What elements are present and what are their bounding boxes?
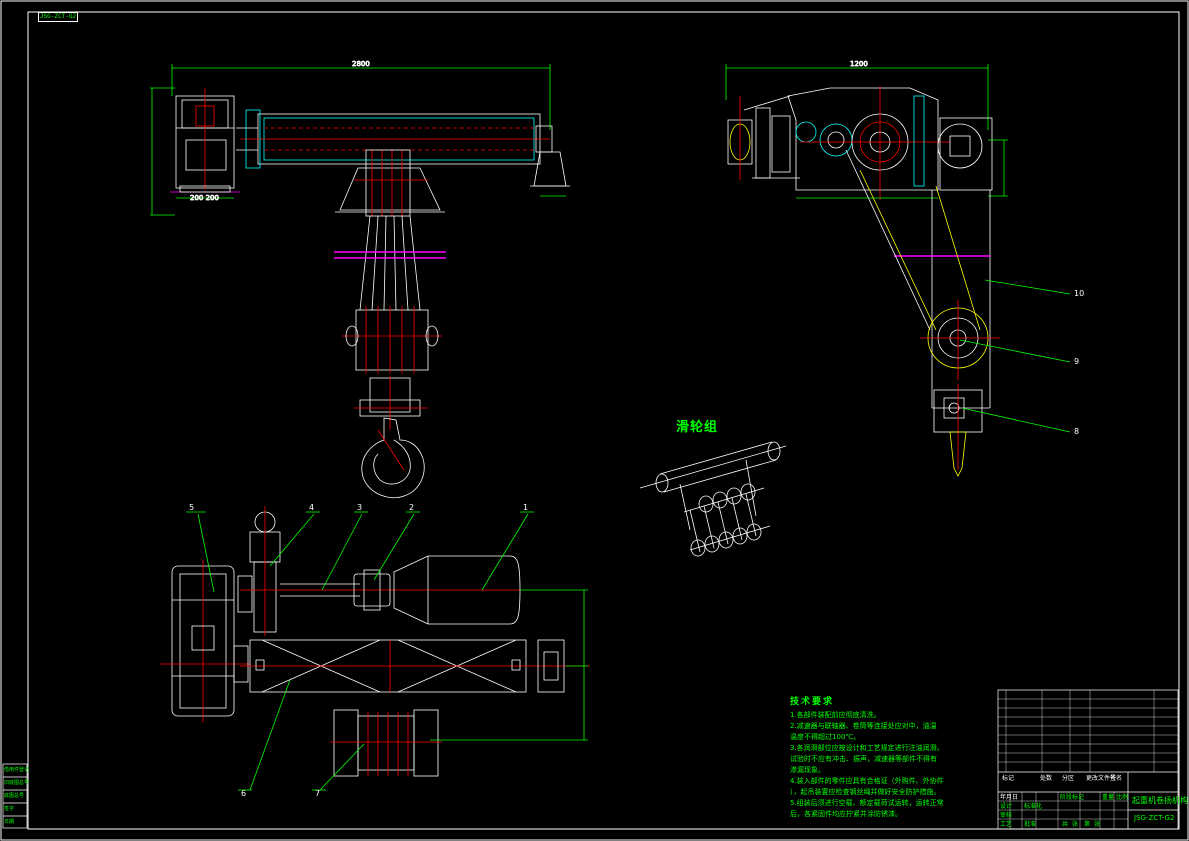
part-label-5: 5 — [189, 503, 194, 512]
strip-borrowed: 借用件登记 — [4, 767, 30, 773]
tb-label-total: 共 — [1062, 821, 1069, 828]
note-line: 试验时不应有冲击、振声，减速器等部件不得有 — [790, 755, 937, 763]
note-line: 5.组装后须进行空载、额定载荷试运转，运转正常 — [790, 799, 944, 807]
strip-base: 底图总号 — [4, 793, 25, 799]
note-line: 2.减速器与联轴器、卷筒等连接处应对中，油温 — [790, 722, 937, 730]
tb-label-date: 年月日 — [1000, 794, 1019, 801]
tb-label-scale: 比例 — [1116, 794, 1129, 801]
note-line: 温度不得超过100℃。 — [790, 733, 861, 741]
svg-text:2800: 2800 — [352, 60, 370, 68]
part-label-9: 9 — [1074, 357, 1079, 366]
tb-label-sign: 签名 — [1110, 775, 1123, 782]
strip-sign: 签字 — [4, 806, 15, 812]
tb-label-design: 设计 — [1000, 803, 1013, 810]
note-line: 1.各部件装配前应彻底清洗。 — [790, 711, 881, 719]
tb-label-sheet: 张 — [1094, 821, 1101, 828]
pulley-block-title: 滑轮组 — [676, 420, 719, 435]
tb-label-sheets: 张 — [1072, 821, 1079, 828]
part-label-7: 7 — [315, 789, 320, 798]
strip-old-base: 旧底图总号 — [4, 780, 30, 786]
part-label-2: 2 — [409, 503, 414, 512]
plan-view — [160, 506, 590, 791]
strip-date: 日期 — [4, 819, 15, 825]
technical-requirements: 技术要求 1.各部件装配前应彻底清洗。 2.减速器与联轴器、卷筒等连接处应对中，… — [790, 697, 1000, 820]
tb-label-stage: 阶段标记 — [1060, 794, 1085, 801]
svg-text:1200: 1200 — [850, 60, 868, 68]
note-line: 4.装入部件的零件应具有合格证（外购件、外协件 — [790, 777, 944, 785]
note-line: 3.各润滑部位应按设计和工艺规定进行注油润滑。 — [790, 744, 944, 752]
tb-label-no: 第 — [1084, 821, 1091, 828]
part-label-3: 3 — [357, 503, 362, 512]
part-label-1: 1 — [523, 503, 528, 512]
svg-text:200 200: 200 200 — [190, 194, 219, 202]
pulley-block-sketch — [639, 441, 787, 557]
note-line: 渗漏现象。 — [790, 766, 825, 774]
drawing-number: JSG-ZCT-G2 — [1134, 814, 1175, 822]
note-line: 后，各紧固件均应拧紧并涂防锈漆。 — [790, 810, 902, 818]
tb-label-approve: 批准 — [1024, 821, 1037, 828]
front-elevation-view: 2800 200 200 — [150, 60, 570, 498]
side-elevation-view: 1200 — [725, 60, 1071, 477]
part-label-10: 10 — [1074, 289, 1084, 298]
part-label-4: 4 — [309, 503, 314, 512]
technical-requirements-title: 技术要求 — [790, 697, 835, 707]
tb-label-zone: 分区 — [1062, 775, 1075, 782]
tb-label-count: 处数 — [1040, 775, 1053, 782]
drawing-name: 起重机卷扬机构 — [1132, 796, 1188, 805]
tb-label-mark: 标记 — [1002, 775, 1015, 782]
tb-label-review: 审核 — [1000, 812, 1013, 819]
tb-label-change: 更改文件号 — [1086, 775, 1117, 782]
title-block-frame — [2, 689, 1179, 830]
part-label-6: 6 — [241, 789, 246, 798]
tb-label-process: 工艺 — [1000, 821, 1013, 828]
inner-frame — [27, 11, 1180, 830]
note-line: ），起吊装置应检查钢丝绳并做好安全防护措施。 — [790, 788, 941, 796]
tb-label-weight: 重量 — [1102, 794, 1115, 801]
part-label-8: 8 — [1074, 427, 1079, 436]
tb-label-standard: 标准化 — [1024, 803, 1043, 810]
